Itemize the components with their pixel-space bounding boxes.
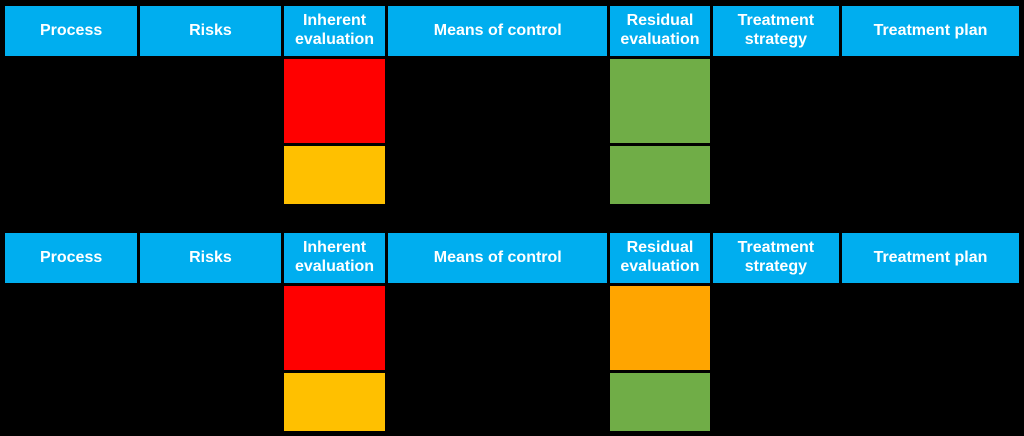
- treatment-strategy-cell: [709, 283, 842, 373]
- column-header-risks: Risks: [137, 230, 284, 286]
- treatment-strategy-cell: [709, 143, 842, 207]
- risk-assessment-table-2: Process Risks Inherent evaluation Means …: [1, 230, 1023, 434]
- means-of-control-cell: [385, 283, 611, 373]
- risk-assessment-table-1: Process Risks Inherent evaluation Means …: [1, 3, 1023, 207]
- column-header-residual-evaluation: Residual evaluation: [607, 230, 713, 286]
- column-header-inherent-evaluation: Inherent evaluation: [280, 3, 389, 59]
- table-2-row-1: [1, 283, 1023, 373]
- residual-evaluation-cell: [607, 370, 713, 434]
- table-1-header-row: Process Risks Inherent evaluation Means …: [1, 3, 1023, 59]
- risks-cell: [137, 143, 284, 207]
- means-of-control-cell: [385, 56, 611, 146]
- inherent-evaluation-cell: [280, 283, 389, 373]
- column-header-treatment-plan: Treatment plan: [838, 230, 1023, 286]
- treatment-plan-cell: [838, 283, 1023, 373]
- column-header-risks: Risks: [137, 3, 284, 59]
- table-1-row-2: [1, 143, 1023, 207]
- risks-cell: [137, 370, 284, 434]
- column-header-residual-evaluation: Residual evaluation: [607, 3, 713, 59]
- column-header-process: Process: [1, 3, 141, 59]
- process-cell: [1, 283, 141, 373]
- column-header-process: Process: [1, 230, 141, 286]
- residual-evaluation-cell: [607, 56, 713, 146]
- table-2-row-2: [1, 370, 1023, 434]
- process-cell: [1, 370, 141, 434]
- column-header-means-of-control: Means of control: [385, 230, 611, 286]
- residual-evaluation-cell: [607, 143, 713, 207]
- table-1-row-1: [1, 56, 1023, 146]
- inherent-evaluation-cell: [280, 370, 389, 434]
- means-of-control-cell: [385, 143, 611, 207]
- treatment-plan-cell: [838, 56, 1023, 146]
- column-header-means-of-control: Means of control: [385, 3, 611, 59]
- column-header-treatment-strategy: Treatment strategy: [709, 3, 842, 59]
- treatment-strategy-cell: [709, 370, 842, 434]
- treatment-plan-cell: [838, 143, 1023, 207]
- process-cell: [1, 143, 141, 207]
- treatment-plan-cell: [838, 370, 1023, 434]
- column-header-treatment-strategy: Treatment strategy: [709, 230, 842, 286]
- risks-cell: [137, 283, 284, 373]
- treatment-strategy-cell: [709, 56, 842, 146]
- inherent-evaluation-cell: [280, 56, 389, 146]
- risks-cell: [137, 56, 284, 146]
- column-header-treatment-plan: Treatment plan: [838, 3, 1023, 59]
- column-header-inherent-evaluation: Inherent evaluation: [280, 230, 389, 286]
- means-of-control-cell: [385, 370, 611, 434]
- inherent-evaluation-cell: [280, 143, 389, 207]
- residual-evaluation-cell: [607, 283, 713, 373]
- table-2-header-row: Process Risks Inherent evaluation Means …: [1, 230, 1023, 286]
- process-cell: [1, 56, 141, 146]
